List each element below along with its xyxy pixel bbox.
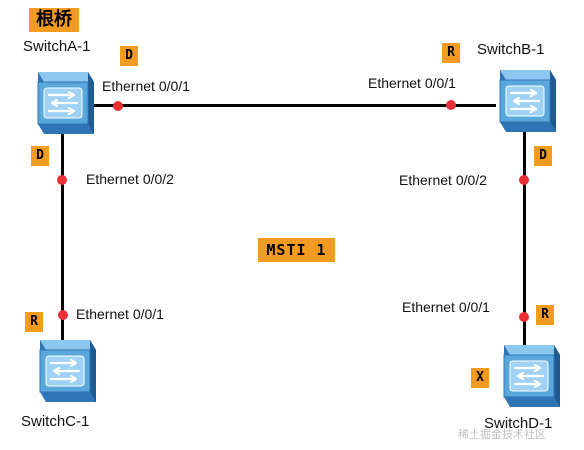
role-badge-a-eth002: D	[31, 146, 49, 166]
port-label-c-eth001: Ethernet 0/0/1	[76, 306, 164, 322]
role-badge-a-eth001: D	[120, 46, 138, 66]
port-label-b-eth001: Ethernet 0/0/1	[368, 75, 456, 91]
switch-c-label: SwitchC-1	[21, 413, 90, 430]
port-label-d-eth001: Ethernet 0/0/1	[402, 299, 490, 315]
blocked-badge-d: X	[471, 368, 489, 388]
port-dot-b-eth001	[446, 100, 456, 110]
switch-c-icon	[26, 338, 98, 410]
switch-a-label: SwitchA-1	[23, 38, 91, 55]
role-badge-c-eth001: R	[25, 312, 43, 332]
port-label-a-eth001: Ethernet 0/0/1	[102, 78, 190, 94]
switch-b-icon	[486, 68, 558, 140]
switch-b-label: SwitchB-1	[477, 41, 545, 58]
switch-d-label: SwitchD-1	[484, 415, 553, 432]
port-label-a-eth002: Ethernet 0/0/2	[86, 171, 174, 187]
port-dot-b-eth002	[519, 175, 529, 185]
role-badge-b-eth001: R	[442, 43, 460, 63]
link-a-b	[90, 104, 496, 107]
port-dot-a-eth002	[57, 175, 67, 185]
port-dot-d-eth001	[519, 312, 529, 322]
role-badge-d-eth001: R	[536, 305, 554, 325]
role-badge-b-eth002: D	[534, 146, 552, 166]
port-dot-c-eth001	[58, 310, 68, 320]
port-dot-a-eth001	[113, 101, 123, 111]
switch-a-icon	[24, 70, 96, 142]
link-b-d	[523, 132, 526, 352]
msti-badge: MSTI 1	[258, 238, 335, 262]
port-label-b-eth002: Ethernet 0/0/2	[399, 172, 487, 188]
link-a-c	[61, 132, 64, 344]
switch-d-icon	[490, 343, 562, 415]
watermark: 稀土掘金技术社区	[458, 429, 546, 441]
root-bridge-badge: 根桥	[29, 8, 79, 32]
